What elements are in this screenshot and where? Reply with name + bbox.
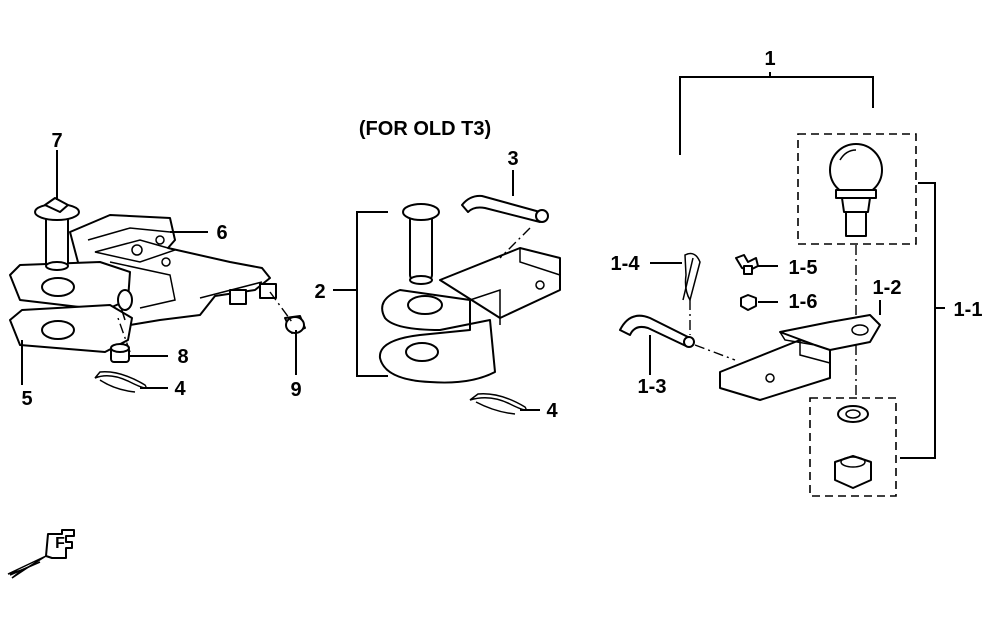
part-7-pin — [34, 197, 80, 271]
heading-for-old-t3: (FOR OLD T3) — [359, 118, 491, 140]
part-3-lock-pin — [461, 194, 549, 223]
callout-1-1: 1-1 — [954, 299, 983, 321]
callout-9: 9 — [290, 379, 301, 401]
part-1-5-wing-bolt — [735, 254, 759, 275]
callout-2: 2 — [314, 281, 325, 303]
callout-7: 7 — [51, 130, 62, 152]
callout-1: 1 — [764, 48, 775, 70]
left-hitch-assembly — [9, 150, 306, 393]
callout-8: 8 — [177, 346, 188, 368]
right-ball-mount-assembly — [619, 72, 945, 497]
part-2-pin — [402, 203, 440, 285]
callout-4-left: 4 — [174, 378, 186, 400]
hitch-ball — [829, 143, 883, 237]
callout-6: 6 — [216, 222, 227, 244]
front-mark: F — [55, 535, 65, 552]
callout-4-center: 4 — [546, 400, 558, 422]
part-8-bolt — [110, 343, 130, 363]
part-1-3-pin — [619, 314, 695, 348]
hex-nut — [834, 455, 872, 489]
part-4-clip-center — [469, 393, 527, 415]
part-1-4-clip — [682, 252, 701, 302]
callout-5: 5 — [21, 388, 32, 410]
part-1-2-ball-mount — [719, 314, 881, 401]
center-drawbar-assembly — [333, 170, 561, 415]
boss-studs — [229, 283, 277, 305]
part-1-6-nut — [740, 294, 757, 311]
callout-1-6: 1-6 — [789, 291, 818, 313]
callout-1-3: 1-3 — [638, 376, 667, 398]
callout-1-4: 1-4 — [611, 253, 641, 275]
callout-3: 3 — [507, 148, 518, 170]
callout-1-2: 1-2 — [873, 277, 902, 299]
part-4-clip-left — [94, 371, 147, 393]
front-arrow-icon — [7, 529, 75, 579]
lock-washer — [837, 405, 869, 423]
callout-1-5: 1-5 — [789, 257, 818, 279]
